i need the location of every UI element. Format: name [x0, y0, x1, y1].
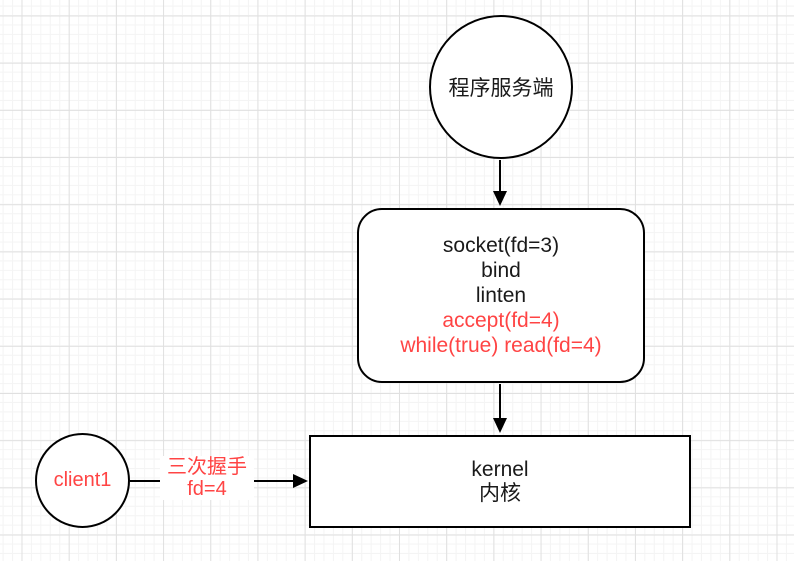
node-server-circle[interactable]: 程序服务端 [429, 15, 573, 159]
process-line-bind: bind [481, 259, 521, 282]
process-line-read: while(true) read(fd=4) [400, 334, 602, 357]
node-kernel-box[interactable]: kernel 内核 [309, 435, 691, 528]
node-client-circle[interactable]: client1 [35, 433, 130, 528]
kernel-label-zh: 内核 [479, 481, 521, 505]
process-line-listen: linten [475, 284, 527, 307]
process-line-socket: socket(fd=3) [442, 234, 560, 257]
arrowhead-down-icon [493, 191, 507, 206]
edge-server-to-process[interactable] [499, 160, 501, 192]
handshake-label-line2: fd=4 [187, 478, 227, 500]
node-process-box[interactable]: socket(fd=3) bind linten accept(fd=4) wh… [357, 208, 645, 383]
arrowhead-right-icon [293, 474, 308, 488]
arrowhead-down-icon [493, 418, 507, 433]
handshake-label-line1: 三次握手 [167, 456, 247, 478]
edge-process-to-kernel[interactable] [499, 384, 501, 418]
edge-client-to-kernel-label[interactable]: 三次握手 fd=4 [160, 456, 254, 500]
process-line-accept: accept(fd=4) [442, 309, 560, 332]
kernel-label-en: kernel [471, 457, 529, 481]
server-circle-label: 程序服务端 [448, 77, 554, 100]
client-circle-label: client1 [53, 469, 112, 491]
